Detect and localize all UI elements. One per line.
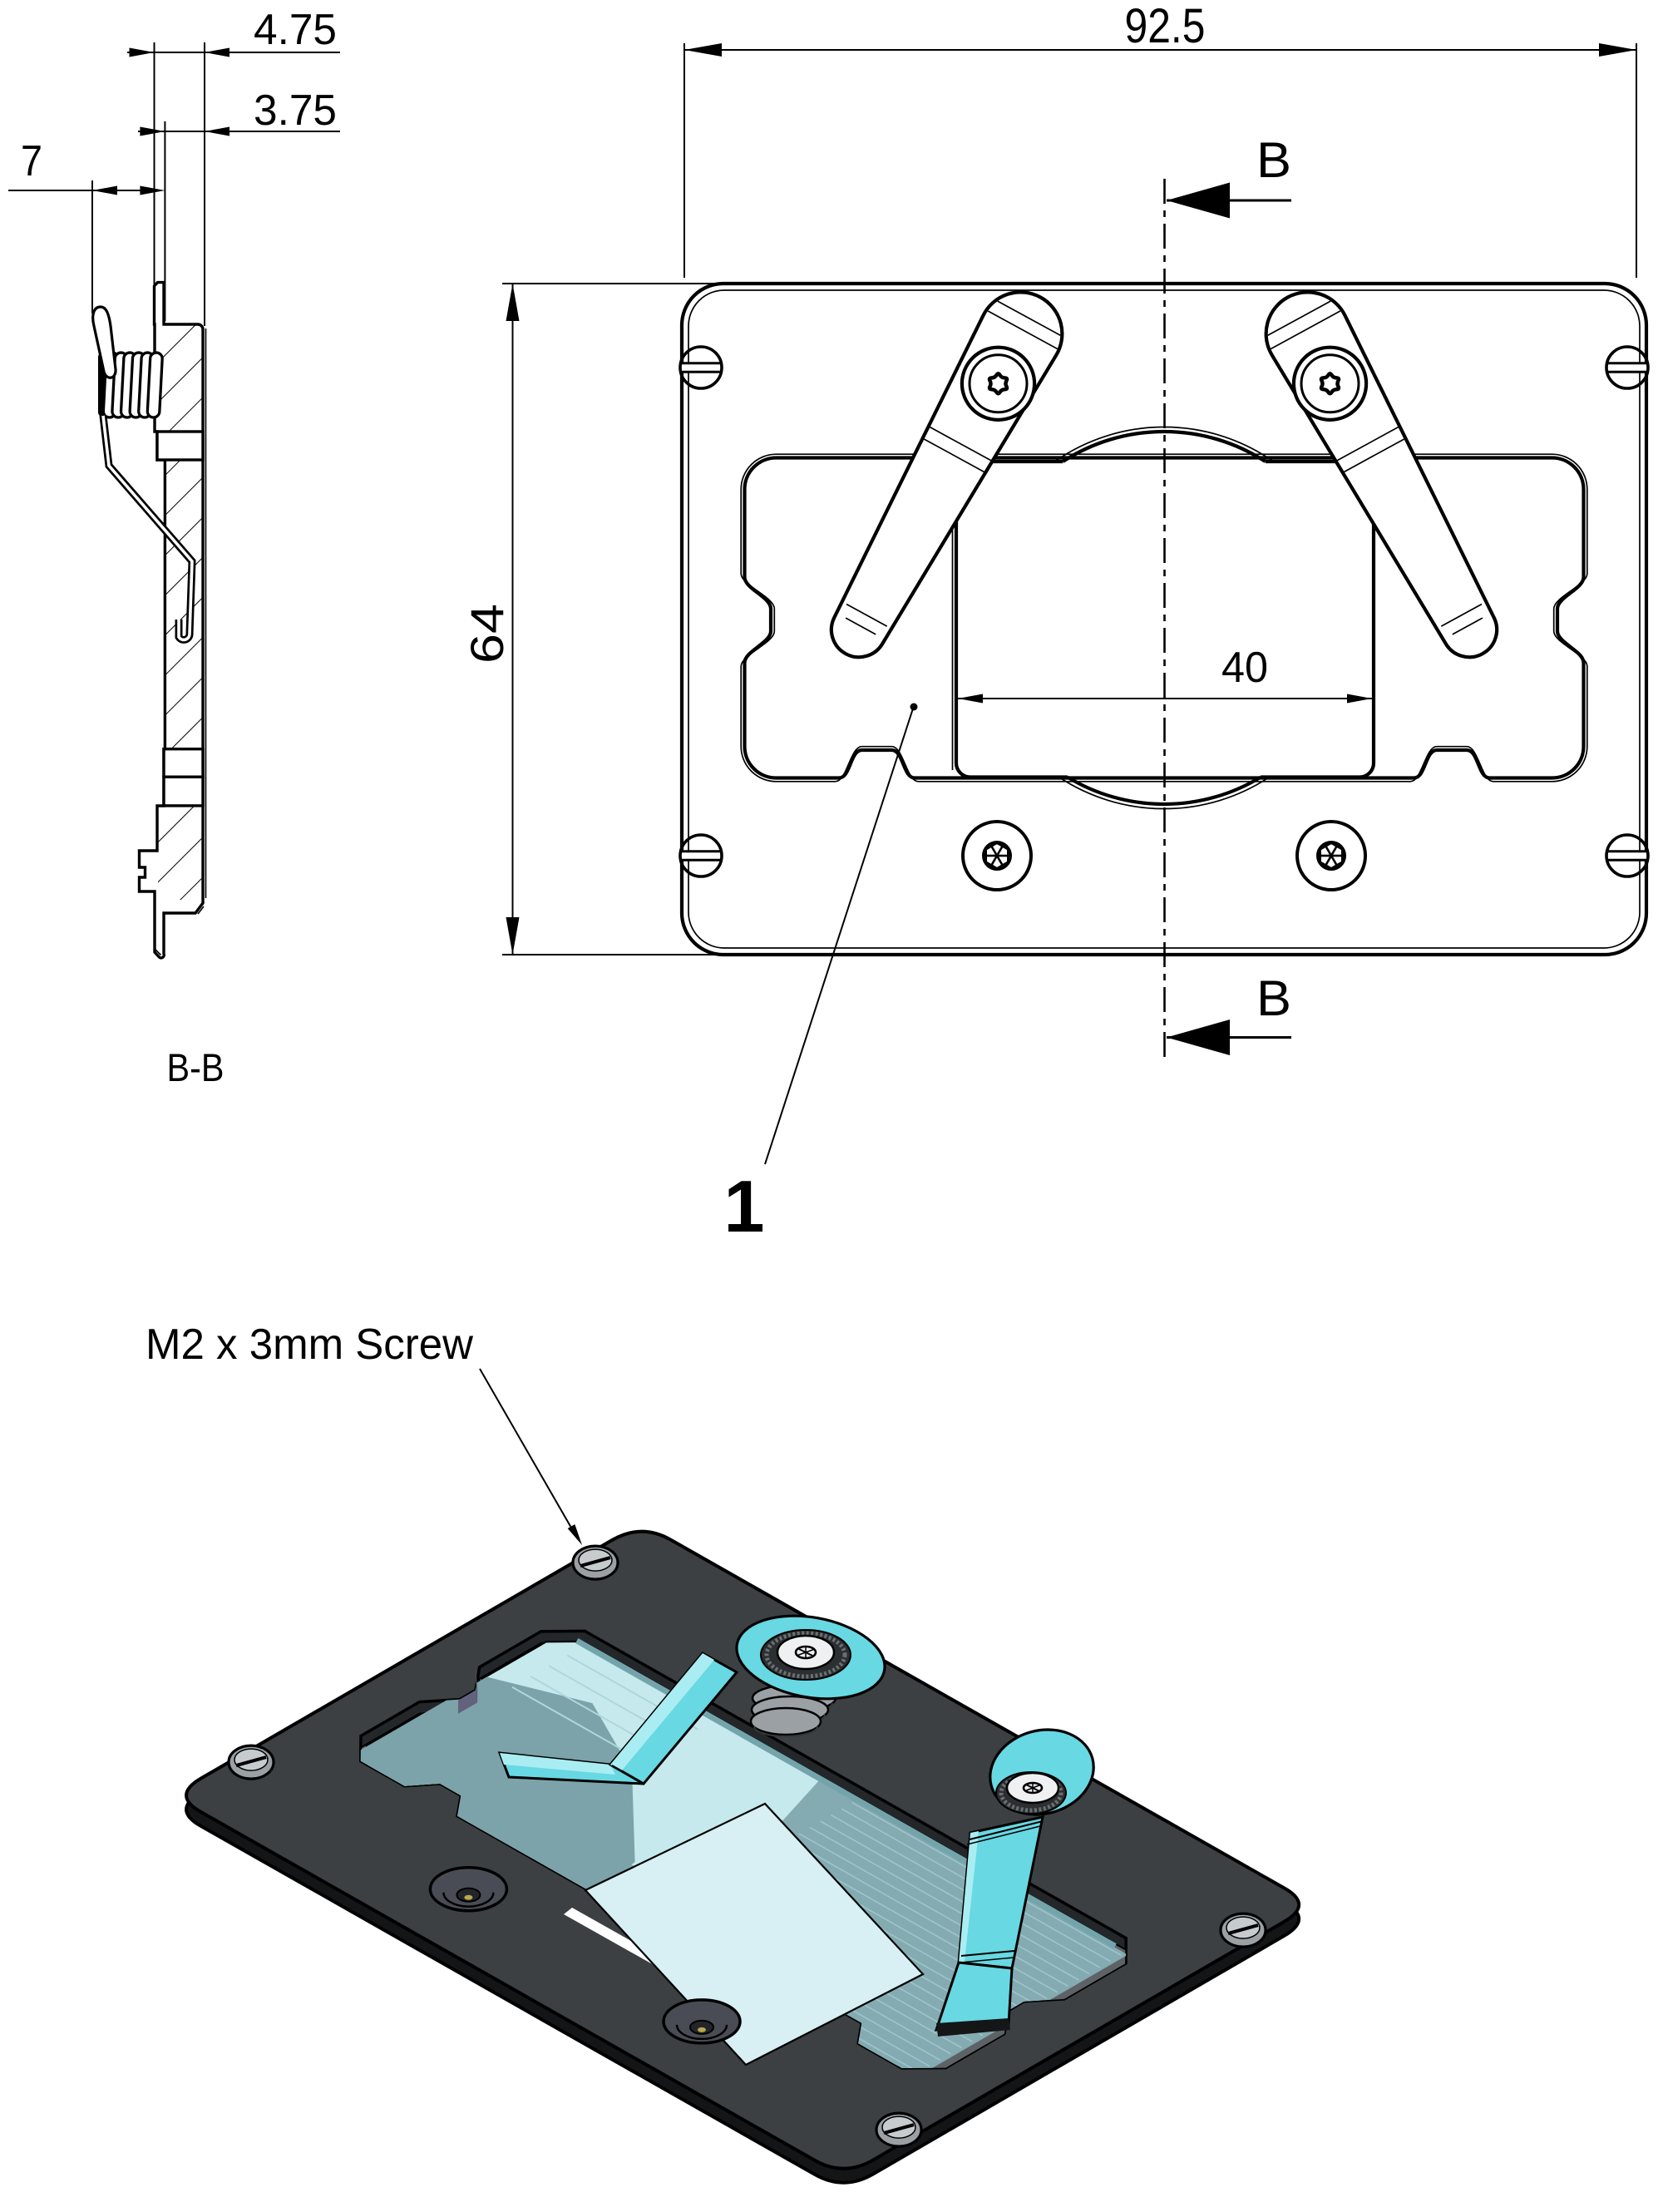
- svg-text:B: B: [1256, 970, 1291, 1026]
- svg-text:4.75: 4.75: [254, 6, 337, 54]
- svg-text:B-B: B-B: [167, 1045, 225, 1089]
- svg-text:3.75: 3.75: [254, 86, 337, 135]
- svg-text:92.5: 92.5: [1125, 0, 1206, 53]
- svg-text:B: B: [1256, 132, 1291, 188]
- svg-text:M2 x 3mm Screw: M2 x 3mm Screw: [146, 1321, 473, 1369]
- svg-text:1: 1: [724, 1165, 765, 1247]
- svg-text:64: 64: [461, 604, 513, 664]
- svg-text:40: 40: [1221, 644, 1268, 692]
- svg-text:7: 7: [21, 137, 42, 185]
